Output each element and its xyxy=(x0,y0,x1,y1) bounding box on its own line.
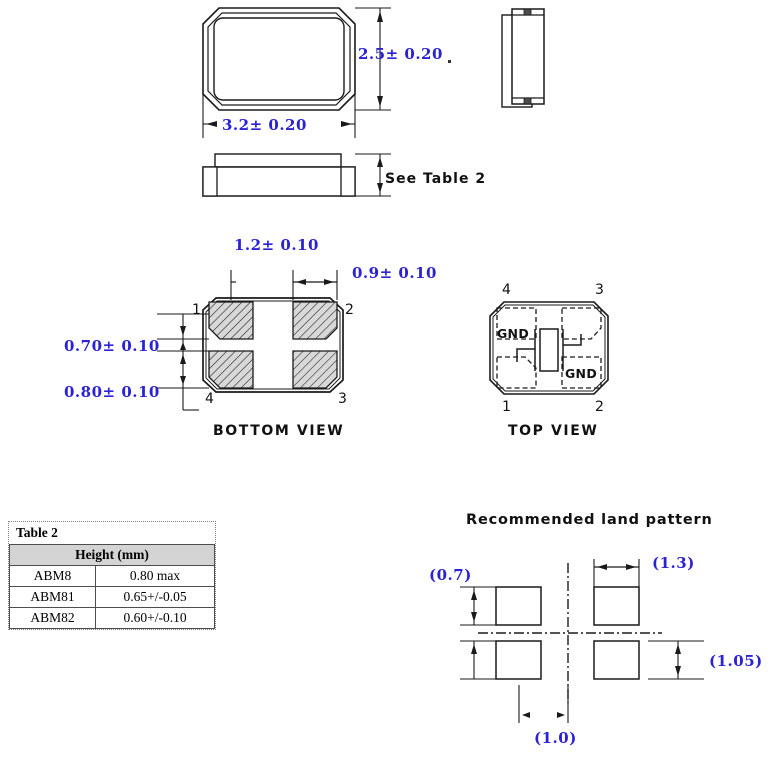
bottom-view-pin-3: 3 xyxy=(338,391,347,407)
side-elevation-view-graphic xyxy=(501,8,545,108)
bottom-view-graphic xyxy=(157,270,344,411)
dimension-land-pad-height: (0.7) xyxy=(429,566,472,584)
thickness-view-graphic xyxy=(202,153,391,197)
top-view-pin-3: 3 xyxy=(595,282,604,298)
top-view-pin-4: 4 xyxy=(502,282,511,298)
table-header-row: Height (mm) xyxy=(9,543,215,566)
table-2-container: Table 2 Height (mm) ABM8 0.80 max ABM81 … xyxy=(8,521,216,631)
top-outline-view-graphic xyxy=(202,7,391,138)
height-table: Height (mm) ABM8 0.80 max ABM81 0.65+/-0… xyxy=(8,543,215,630)
dimension-pad-pitch: 1.2± 0.10 xyxy=(234,236,319,254)
dimension-land-horizontal-pitch: (1.0) xyxy=(534,729,577,747)
table-cell-part: ABM8 xyxy=(8,564,97,587)
bottom-view-title: BOTTOM VIEW xyxy=(213,423,345,439)
top-view-graphic xyxy=(489,301,609,395)
dimension-pad-height: 0.80± 0.10 xyxy=(64,383,160,401)
table-cell-part: ABM82 xyxy=(8,607,97,630)
land-pattern-title: Recommended land pattern xyxy=(466,512,713,528)
dimension-body-height: 2.5± 0.20 xyxy=(358,45,443,63)
dimension-body-width: 3.2± 0.20 xyxy=(222,116,307,134)
table-cell-part: ABM81 xyxy=(8,585,97,609)
table-row: ABM82 0.60+/-0.10 xyxy=(8,607,215,630)
table-row: ABM81 0.65+/-0.05 xyxy=(8,585,215,609)
table-cell-height: 0.65+/-0.05 xyxy=(95,585,215,609)
table-header-height: Height (mm) xyxy=(9,543,215,566)
stray-dot-marker xyxy=(448,60,451,63)
dimension-land-vertical-pitch: (1.05) xyxy=(709,652,763,670)
top-view-pin-2: 2 xyxy=(595,399,604,415)
dimension-pad-width: 0.9± 0.10 xyxy=(352,264,437,282)
see-table-2-note: See Table 2 xyxy=(385,171,487,187)
top-view-title: TOP VIEW xyxy=(508,423,599,439)
dimension-land-pad-width: (1.3) xyxy=(652,554,695,572)
land-pattern-graphic xyxy=(460,559,704,723)
dimension-pad-gap: 0.70± 0.10 xyxy=(64,337,160,355)
bottom-view-pin-1: 1 xyxy=(192,302,201,318)
table-cell-height: 0.80 max xyxy=(95,564,215,587)
top-view-pin-1: 1 xyxy=(502,399,511,415)
bottom-view-pin-2: 2 xyxy=(345,302,354,318)
table-row: ABM8 0.80 max xyxy=(8,564,215,587)
top-view-gnd-label-pin4: GND xyxy=(497,326,529,341)
table-cell-height: 0.60+/-0.10 xyxy=(95,607,215,630)
bottom-view-pin-4: 4 xyxy=(205,391,214,407)
table-2-caption: Table 2 xyxy=(16,525,58,540)
top-view-gnd-label-pin2: GND xyxy=(565,366,597,381)
